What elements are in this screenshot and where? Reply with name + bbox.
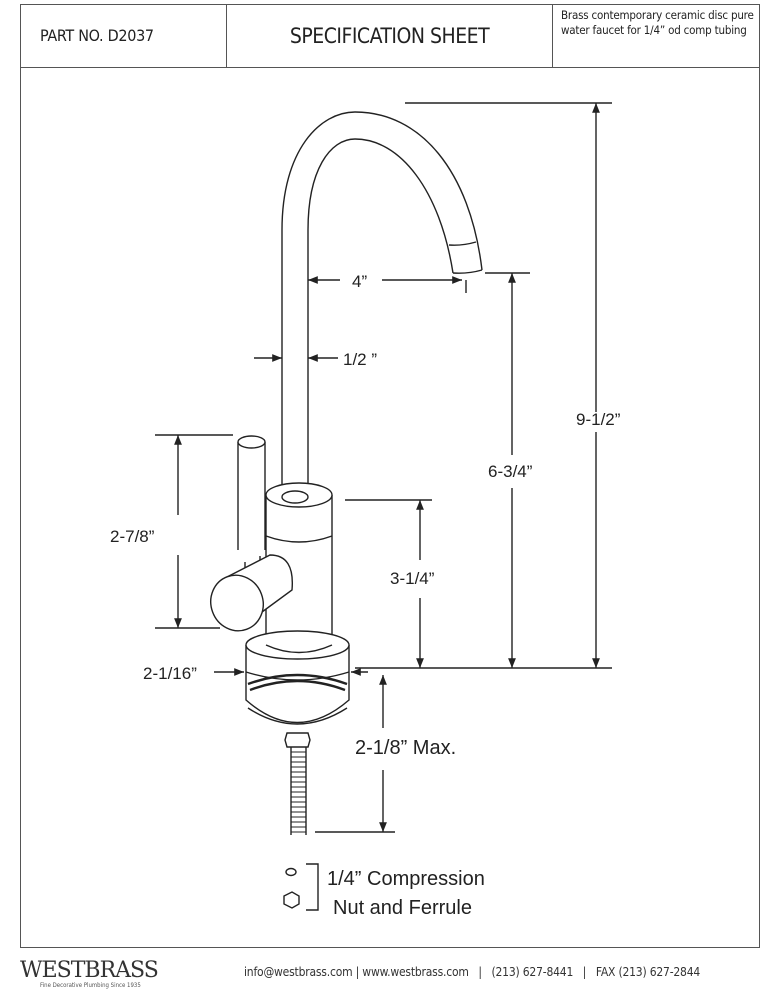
dim-overall-height: 9-1/2” <box>576 410 621 429</box>
legend-line-1: 1/4” Compression <box>327 868 485 890</box>
brand-logo: WESTBRASS <box>20 958 159 983</box>
dim-body-height: 3-1/4” <box>390 569 435 588</box>
legend-icons <box>283 863 319 911</box>
ferrule-icon <box>285 867 297 877</box>
page-title: SPECIFICATION SHEET <box>227 4 553 67</box>
handle <box>210 435 294 632</box>
part-number: PART NO. D2037 <box>20 4 227 67</box>
dim-spout-reach: 4” <box>352 272 367 291</box>
dim-spout-height: 6-3/4” <box>488 462 533 481</box>
dim-shank-length: 2-1/8” Max. <box>355 737 456 759</box>
brand-tagline: Fine Decorative Plumbing Since 1935 <box>40 982 141 989</box>
dim-spout-diameter: 1/2 ” <box>343 350 377 369</box>
base-flange <box>245 630 350 725</box>
legend-line-2: Nut and Ferrule <box>333 897 472 919</box>
product-description: Brass contemporary ceramic disc pure wat… <box>561 8 754 37</box>
dim-handle-height: 2-7/8” <box>110 527 155 546</box>
dim-base-diameter: 2-1/16” <box>143 664 197 683</box>
sheet-frame <box>20 4 760 948</box>
contact-info: info@westbrass.com | www.westbrass.com |… <box>244 965 701 979</box>
threaded-shank <box>284 732 311 835</box>
faucet-body <box>265 482 333 645</box>
spout <box>281 111 483 500</box>
dimension-lines <box>155 102 612 833</box>
nut-icon <box>283 891 300 909</box>
footer: WESTBRASS Fine Decorative Plumbing Since… <box>20 958 760 990</box>
header: PART NO. D2037 SPECIFICATION SHEET Brass… <box>20 4 760 68</box>
